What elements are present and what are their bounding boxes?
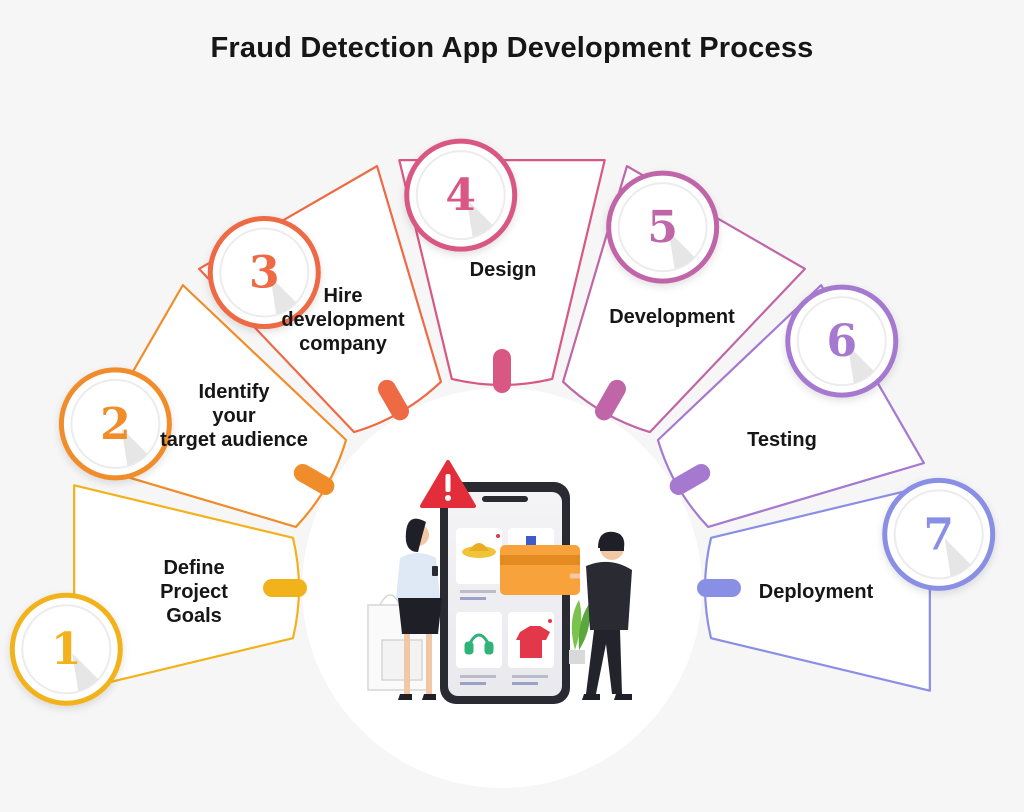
- step-connector-1: [263, 579, 307, 597]
- headphones-icon: [464, 633, 494, 655]
- step-number: 5: [647, 202, 678, 253]
- step-label-define-project-goals: Define Project Goals: [160, 557, 228, 627]
- woman-figure: [396, 518, 442, 700]
- step-segment-6: [656, 284, 925, 529]
- credit-card-icon: [500, 536, 580, 595]
- step-segment-7: [704, 484, 931, 692]
- step-segment-1: [73, 484, 300, 692]
- step-number-badge-3: 3: [207, 216, 321, 330]
- step-label-testing: Testing: [747, 429, 817, 451]
- step-number: 2: [100, 399, 131, 450]
- plant-icon: [569, 600, 590, 664]
- step-label-identify-audience: Identify your target audience: [160, 381, 308, 451]
- page-title: Fraud Detection App Development Process: [210, 32, 814, 64]
- step-connector-3: [378, 379, 409, 421]
- step-number-badge-7: 7: [882, 477, 996, 591]
- step-connector-5: [595, 379, 626, 421]
- fraud-illustration: [367, 460, 632, 704]
- step-label-hire-company: Hire development company: [281, 285, 405, 355]
- step-number-badge-5: 5: [606, 170, 720, 284]
- step-number-badge-6: 6: [785, 284, 899, 398]
- step-connector-4: [493, 349, 511, 393]
- hat-icon: [462, 543, 496, 558]
- step-label-design: Design: [469, 259, 537, 281]
- thief-figure: [570, 531, 632, 700]
- step-connector-6: [669, 464, 711, 495]
- step-number: 6: [826, 316, 857, 367]
- step-number-badge-1: 1: [9, 592, 123, 706]
- step-label-development: Development: [609, 306, 735, 328]
- step-number: 1: [51, 624, 82, 675]
- step-connector-7: [697, 579, 741, 597]
- step-number-badge-2: 2: [58, 367, 172, 481]
- step-number: 7: [923, 509, 954, 560]
- step-connector-2: [293, 464, 335, 495]
- step-segment-3: [198, 165, 443, 434]
- sweater-icon: [516, 626, 550, 658]
- step-number: 4: [445, 170, 476, 221]
- step-number: 3: [249, 248, 280, 299]
- warning-triangle-icon: [420, 460, 476, 508]
- step-label-deployment: Deployment: [758, 581, 874, 603]
- step-number-badge-4: 4: [404, 138, 518, 252]
